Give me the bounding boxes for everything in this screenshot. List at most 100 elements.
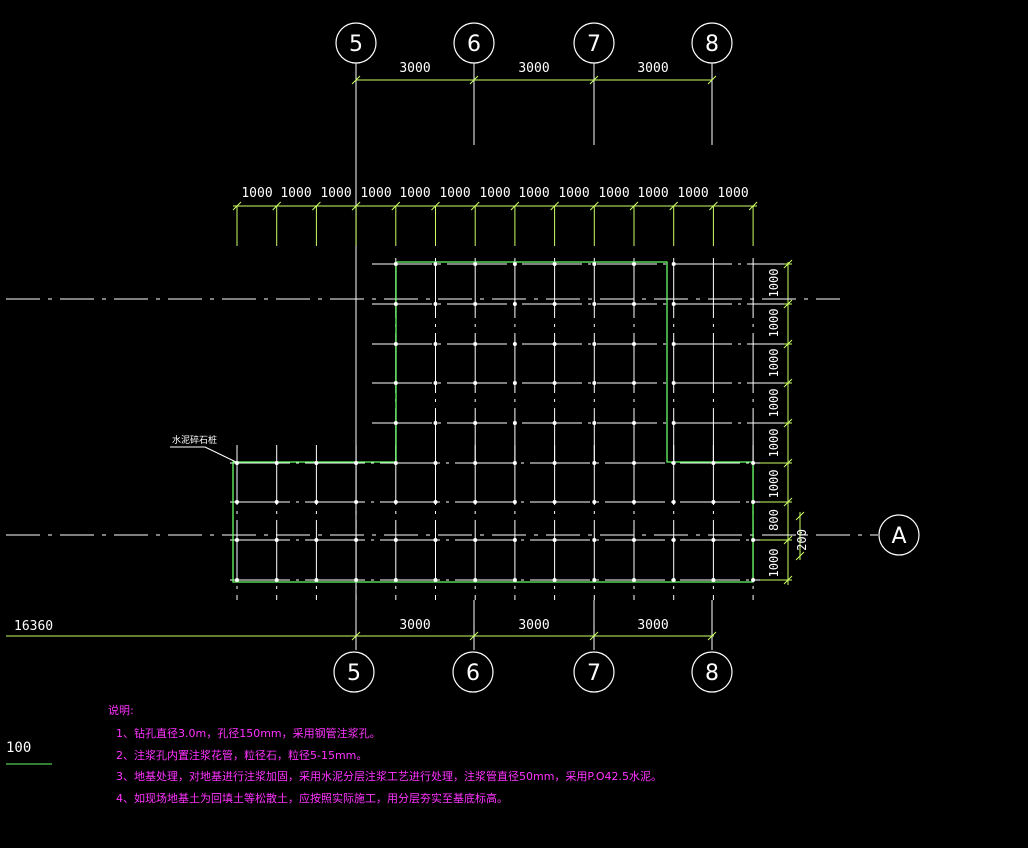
svg-text:5: 5	[347, 661, 361, 686]
pile-node-upper-4-0	[393, 421, 398, 425]
bottom-axis-bubbles: 5 6 7 8	[333, 651, 733, 693]
dim-right-2: 1000	[767, 309, 781, 338]
grout-pile-label: 水泥碎石桩	[172, 434, 217, 446]
dim-top-sub-2: 1000	[280, 186, 311, 201]
pile-node-lower-5-12	[711, 461, 716, 465]
pile-node-upper-1-6	[632, 302, 636, 306]
pile-node-lower-7-6	[473, 538, 478, 542]
svg-text:6: 6	[467, 32, 481, 57]
level-label-left: 16360	[14, 619, 53, 634]
pile-node-lower-7-9	[592, 538, 597, 542]
pile-node-lower-8-2	[314, 578, 319, 582]
axis-bubble-top-8: 8	[691, 22, 733, 64]
dim-top-sub-13: 1000	[717, 186, 748, 201]
pile-node-lower-6-1	[274, 500, 279, 504]
pile-node-upper-4-2	[473, 421, 478, 425]
pile-zone-outline	[232, 261, 754, 583]
dim-tick-top-bay-0	[351, 75, 361, 85]
dim-right-6: 1000	[767, 470, 781, 499]
pile-node-upper-2-6	[632, 342, 636, 346]
pile-node-lower-8-10	[632, 578, 636, 582]
dim-top-bay-3: 3000	[637, 61, 668, 76]
note-item-4: 4、如现场地基土为回填土等松散土，应按照实际施工，用分层夯实至基底标高。	[116, 791, 508, 805]
axis-bubble-top-5: 5	[335, 22, 377, 64]
pile-node-lower-5-4	[393, 461, 398, 465]
dim-tick-bottom-bay-3	[707, 631, 717, 641]
bottom-bay-dimensions: 3000 3000 3000	[399, 618, 668, 633]
pile-node-upper-2-3	[512, 342, 517, 346]
pile-node-lower-7-2	[314, 538, 319, 542]
dim-top-sub-4: 1000	[360, 186, 391, 201]
pile-node-upper-1-5	[592, 302, 597, 306]
pile-node-upper-3-4	[552, 381, 557, 385]
pile-node-upper-0-4	[552, 262, 557, 266]
pile-node-upper-4-5	[592, 421, 597, 425]
pile-node-lower-8-13	[751, 578, 756, 582]
pile-node-upper-1-7	[671, 302, 676, 306]
axis-bubble-bottom-6: 6	[452, 651, 494, 693]
pile-node-upper-3-0	[393, 381, 398, 385]
pile-node-lower-5-7	[512, 461, 517, 465]
svg-text:7: 7	[587, 32, 601, 57]
svg-text:8: 8	[705, 661, 719, 686]
pile-node-lower-8-7	[512, 578, 517, 582]
dim-tick-bottom-bay-1	[469, 631, 479, 641]
dim-top-sub-12: 1000	[677, 186, 708, 201]
pile-node-lower-8-1	[274, 578, 279, 582]
dim-top-sub-5: 1000	[399, 186, 430, 201]
axis-bubble-top-6: 6	[453, 22, 495, 64]
pile-node-lower-6-8	[552, 500, 557, 504]
pile-node-lower-7-10	[632, 538, 636, 542]
pile-node-upper-1-2	[473, 302, 478, 306]
pile-node-lower-7-0	[235, 538, 239, 542]
pile-node-upper-2-2	[473, 342, 478, 346]
pile-node-lower-8-9	[592, 578, 597, 582]
pile-node-upper-3-5	[592, 381, 597, 385]
dim-top-sub-9: 1000	[558, 186, 589, 201]
axis-bubble-top-7: 7	[573, 22, 615, 64]
pile-node-upper-4-3	[512, 421, 517, 425]
pile-node-lower-8-12	[711, 578, 716, 582]
pile-node-lower-5-3	[354, 461, 359, 465]
pile-node-upper-2-0	[393, 342, 398, 346]
note-item-2: 2、注浆孔内置注浆花管，粒径石，粒径5-15mm。	[116, 748, 367, 762]
dim-tick-top-bay-2	[589, 75, 599, 85]
pile-node-lower-5-1	[274, 461, 279, 465]
pile-node-lower-7-4	[393, 538, 398, 542]
pile-node-lower-7-1	[274, 538, 279, 542]
pile-node-upper-3-1	[433, 381, 438, 385]
pile-node-lower-8-11	[671, 578, 676, 582]
top-axis-bubbles: 5 6 7 8	[335, 22, 733, 64]
dim-right-5: 1000	[767, 429, 781, 458]
dim-right-extra: 200	[795, 529, 809, 551]
pile-node-lower-8-6	[473, 578, 478, 582]
pile-node-lower-6-2	[314, 500, 319, 504]
pile-node-upper-0-5	[592, 262, 597, 266]
dim-right-3: 1000	[767, 349, 781, 378]
pile-node-upper-2-7	[671, 342, 676, 346]
dim-tick-bottom-bay-2	[589, 631, 599, 641]
pile-node-lower-6-0	[235, 500, 239, 504]
dim-top-bay-1: 3000	[399, 61, 430, 76]
pile-node-lower-5-5	[433, 461, 438, 465]
pile-node-upper-1-4	[552, 302, 557, 306]
pile-node-lower-5-10	[632, 461, 636, 465]
label-leader	[204, 446, 237, 463]
pile-node-upper-2-4	[552, 342, 557, 346]
top-bay-dimensions: 3000 3000 3000	[399, 61, 668, 76]
dim-tick-bottom-bay-0	[351, 631, 361, 641]
svg-text:6: 6	[466, 661, 480, 686]
dim-bottom-bay-1: 3000	[399, 618, 430, 633]
pile-node-upper-3-2	[473, 381, 478, 385]
dim-top-sub-6: 1000	[439, 186, 470, 201]
pile-node-upper-1-0	[393, 302, 398, 306]
dim-right-4: 1000	[767, 389, 781, 418]
design-notes: 说明: 1、钻孔直径3.0m，孔径150mm，采用钢管注浆孔。 2、注浆孔内置注…	[108, 703, 662, 805]
pile-node-lower-5-6	[473, 461, 478, 465]
dim-right-1: 1000	[767, 269, 781, 298]
pile-node-lower-7-8	[552, 538, 557, 542]
note-item-3: 3、地基处理，对地基进行注浆加固，采用水泥分层注浆工艺进行处理，注浆管直径50m…	[116, 769, 662, 783]
pile-node-lower-6-5	[433, 500, 438, 504]
pile-node-lower-7-12	[711, 538, 716, 542]
pile-node-lower-8-5	[433, 578, 438, 582]
